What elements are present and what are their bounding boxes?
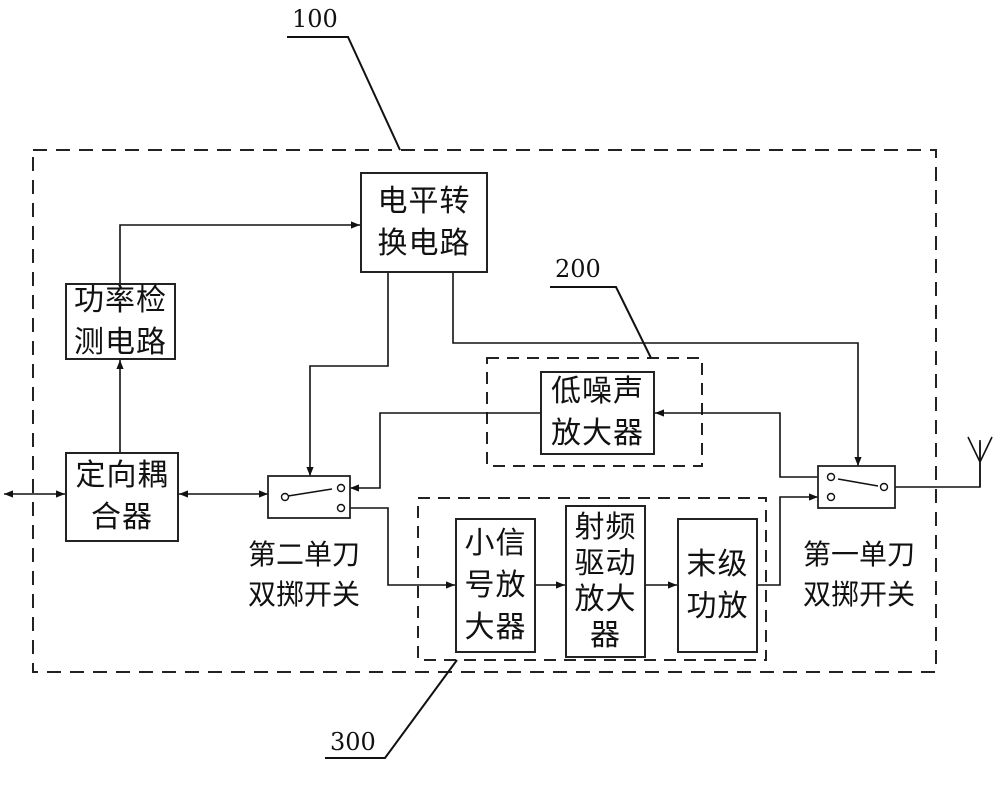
final-power-amplifier-block: 末级 功放: [677, 518, 758, 653]
first-spdt-switch-label: 第一单刀 双掷开关: [803, 538, 916, 611]
low-noise-amplifier-block: 低噪声 放大器: [540, 371, 655, 455]
ref-300: 300: [330, 728, 376, 756]
switch1-antenna-line: [895, 442, 981, 488]
lna-switch2-line: [350, 412, 540, 492]
detect-levelshift-line: [119, 221, 360, 283]
low-noise-amplifier-label: 低噪声 放大器: [551, 374, 644, 451]
switch2-ssa-line: [343, 507, 455, 589]
power-detection-circuit-label: 功率检 测电路: [74, 282, 167, 360]
levelshift-switch2-line: [306, 272, 389, 476]
power-detection-circuit-block: 功率检 测电路: [65, 283, 176, 360]
module-200-outline: [486, 357, 703, 467]
rf-driver-amplifier-block: 射频 驱动 放大 器: [565, 505, 646, 658]
module-300-outline: [417, 497, 767, 661]
module-100-outline: [32, 149, 937, 673]
rf-driver-amplifier-label: 射频 驱动 放大 器: [574, 509, 637, 653]
directional-coupler-block: 定向耦 合器: [65, 452, 179, 542]
switch1-lna-line: [655, 409, 831, 478]
final-switch1-line: [758, 493, 818, 586]
small-signal-amplifier-label: 小信 号放 大器: [464, 525, 527, 645]
levelshift-switch1-line: [452, 272, 862, 466]
ref-100: 100: [292, 5, 338, 33]
second-spdt-switch-label: 第二单刀 双掷开关: [248, 538, 361, 611]
leader-200: [550, 286, 652, 359]
ref-200: 200: [555, 255, 601, 283]
small-signal-amplifier-block: 小信 号放 大器: [455, 518, 536, 653]
final-power-amplifier-label: 末级 功放: [686, 546, 749, 624]
second-spdt-switch: [267, 475, 351, 519]
leader-100: [287, 36, 401, 151]
directional-coupler-label: 定向耦 合器: [75, 458, 169, 535]
first-spdt-switch: [817, 465, 896, 509]
antenna-icon: [967, 436, 993, 487]
level-shift-circuit-block: 电平转 换电路: [360, 172, 488, 273]
level-shift-circuit-label: 电平转 换电路: [377, 183, 471, 261]
leader-300: [325, 659, 458, 759]
